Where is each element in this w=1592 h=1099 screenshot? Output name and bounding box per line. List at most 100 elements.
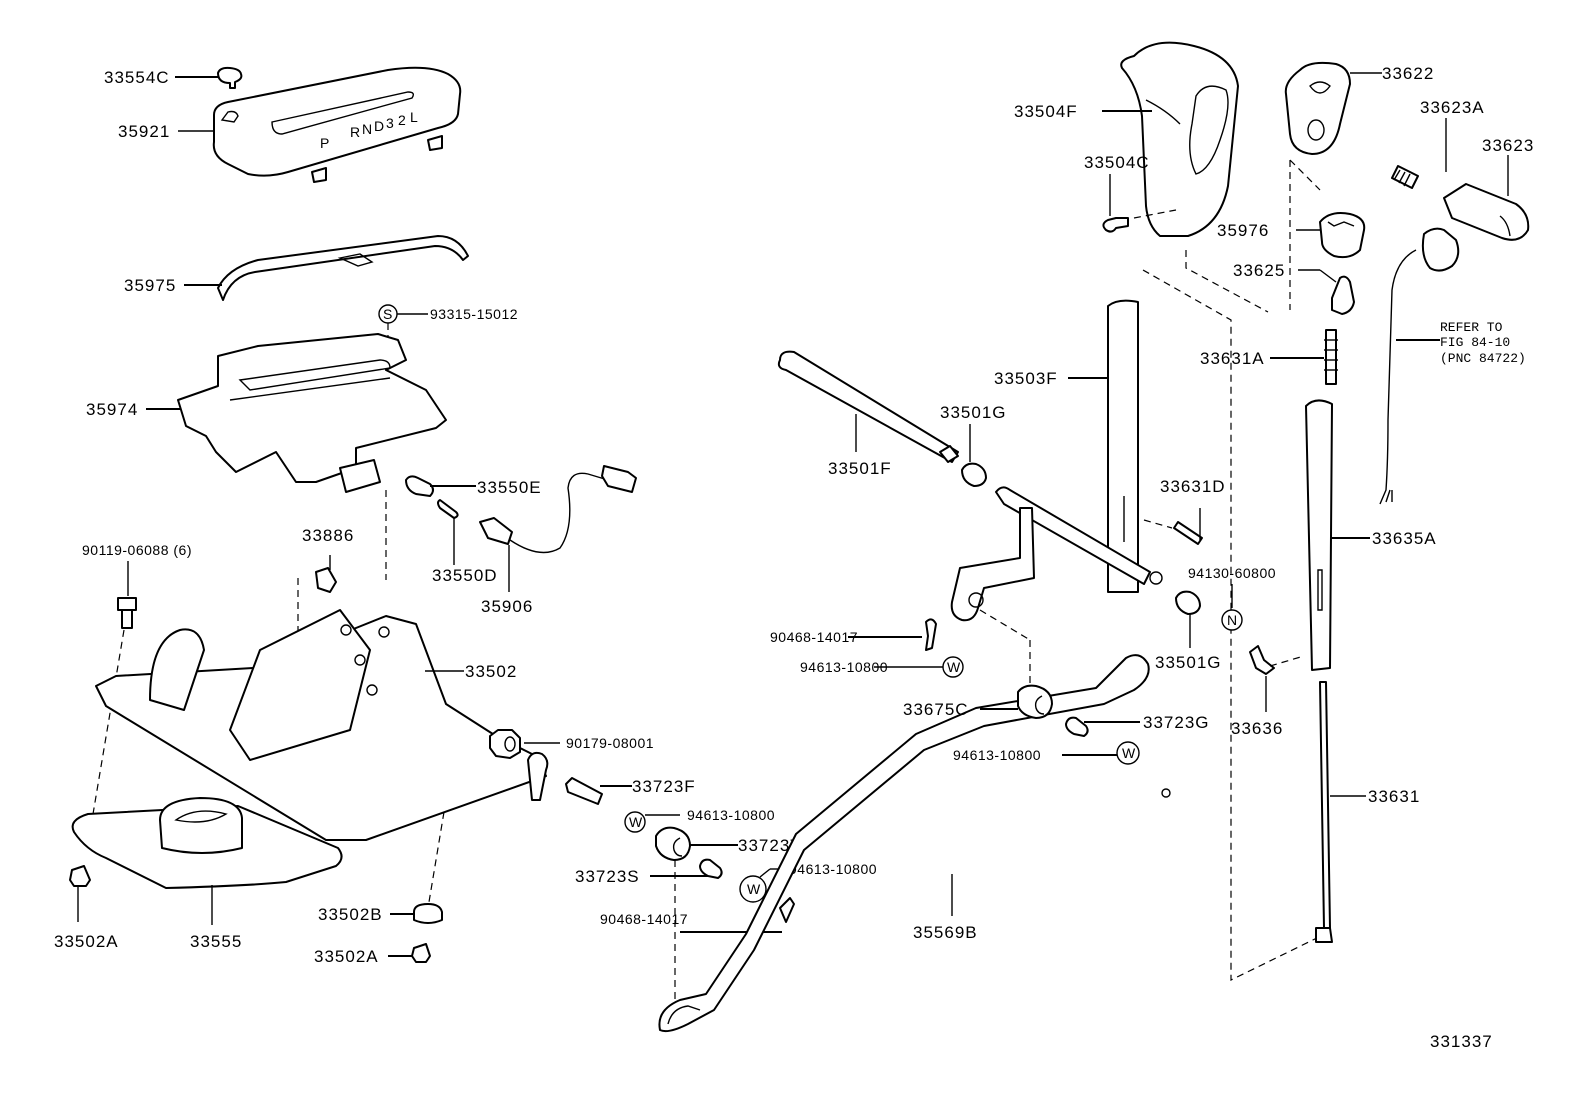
part-90468-14017-clip-upper[interactable] <box>925 618 937 651</box>
symbol-S-screw: S <box>378 304 398 324</box>
part-33886[interactable] <box>315 567 337 593</box>
part-33625[interactable] <box>1331 275 1355 315</box>
label-94130-60800[interactable]: 94130-60800 <box>1188 565 1276 581</box>
label-33501G-top[interactable]: 33501G <box>940 403 1007 422</box>
part-35569B-control-rod[interactable] <box>658 654 1171 1033</box>
symbol-W-washer-d: W <box>1116 741 1140 765</box>
part-35921-indicator-cover[interactable] <box>212 66 462 183</box>
label-33622[interactable]: 33622 <box>1382 64 1434 83</box>
label-33503F[interactable]: 33503F <box>994 369 1058 388</box>
dash-33631D <box>1143 519 1173 529</box>
label-94613-10800-a[interactable]: 94613-10800 <box>687 807 775 823</box>
dash-main-axis <box>1142 269 1322 981</box>
part-35906-socket-wire[interactable] <box>479 465 637 554</box>
part-33555-boot-plate[interactable] <box>71 797 343 889</box>
label-35975[interactable]: 35975 <box>124 276 176 295</box>
label-33501G-bottom[interactable]: 33501G <box>1155 653 1222 672</box>
part-cross-arm-bracket <box>950 486 1163 622</box>
label-90468-14017-b[interactable]: 90468-14017 <box>600 911 688 927</box>
label-94613-10800-b[interactable]: 94613-10800 <box>789 861 877 877</box>
symbol-S-letter: S <box>383 306 392 322</box>
label-33636[interactable]: 33636 <box>1231 719 1283 738</box>
part-33623A-spring[interactable] <box>1391 165 1419 189</box>
part-33502A-right[interactable] <box>411 943 431 963</box>
dash-33502 <box>427 811 445 909</box>
label-35976[interactable]: 35976 <box>1217 221 1269 240</box>
part-33550D[interactable] <box>437 499 459 519</box>
part-33631D-pin[interactable] <box>1173 521 1203 545</box>
label-94613-10800-c[interactable]: 94613-10800 <box>800 659 888 675</box>
dash-33675C-a <box>979 609 1031 641</box>
part-90179-08001-nut[interactable] <box>489 729 521 759</box>
gear-indicator-letters: P R N D 3 2 L <box>320 109 418 151</box>
label-90119-06088[interactable]: 90119-06088 (6) <box>82 542 192 558</box>
label-90179-08001[interactable]: 90179-08001 <box>566 735 654 751</box>
label-33723F[interactable]: 33723F <box>632 777 696 796</box>
part-35974-housing[interactable] <box>177 333 447 493</box>
part-33635A-rod[interactable] <box>1305 399 1333 671</box>
symbol-N-nut: N <box>1221 609 1243 631</box>
part-33503F-lever-tube[interactable] <box>1107 299 1139 593</box>
part-90468-14017-clip-lower[interactable] <box>779 897 795 923</box>
part-33550E-bulb[interactable] <box>405 475 434 497</box>
part-33502-base-bracket[interactable] <box>95 609 547 841</box>
label-33635A[interactable]: 33635A <box>1372 529 1437 548</box>
gear-letter-L: L <box>410 109 418 125</box>
part-33502B-grommet[interactable] <box>413 903 443 924</box>
part-33636-clip[interactable] <box>1249 645 1275 675</box>
label-33554C[interactable]: 33554C <box>104 68 170 87</box>
label-35569B[interactable]: 35569B <box>913 923 978 942</box>
part-35975-slide-plate[interactable] <box>217 235 469 301</box>
label-33502A-right[interactable]: 33502A <box>314 947 379 966</box>
part-33504F-shift-knob[interactable] <box>1120 41 1239 237</box>
label-35974[interactable]: 35974 <box>86 400 138 419</box>
part-33723F-pin[interactable] <box>565 777 603 805</box>
label-33623A[interactable]: 33623A <box>1420 98 1485 117</box>
label-35921[interactable]: 35921 <box>118 122 170 141</box>
label-33675C[interactable]: 33675C <box>903 700 969 719</box>
part-33504C-screw[interactable] <box>1102 217 1129 233</box>
part-33502A-left[interactable] <box>69 865 91 887</box>
dash-knob-assembly-b <box>1185 250 1269 313</box>
label-33501F[interactable]: 33501F <box>828 459 892 478</box>
label-33631D[interactable]: 33631D <box>1160 477 1226 496</box>
part-33723S[interactable] <box>699 858 723 879</box>
label-33550D[interactable]: 33550D <box>432 566 498 585</box>
symbol-W-washer-b: W <box>739 875 767 903</box>
part-35976[interactable] <box>1319 212 1366 259</box>
part-33554C[interactable] <box>217 66 243 89</box>
part-33631-rod[interactable] <box>1315 681 1333 943</box>
label-33886[interactable]: 33886 <box>302 526 354 545</box>
part-90119-06088-bolt[interactable] <box>117 597 137 629</box>
label-33631[interactable]: 33631 <box>1368 787 1420 806</box>
part-33723G[interactable] <box>1065 716 1089 737</box>
part-33623-button[interactable] <box>1443 183 1530 241</box>
label-35906[interactable]: 35906 <box>481 597 533 616</box>
label-33555[interactable]: 33555 <box>190 932 242 951</box>
part-33622-button-cover[interactable] <box>1284 61 1351 155</box>
label-33625[interactable]: 33625 <box>1233 261 1285 280</box>
part-33631A-spring[interactable] <box>1324 329 1338 385</box>
label-90468-14017-a[interactable]: 90468-14017 <box>770 629 858 645</box>
label-93315-15012[interactable]: 93315-15012 <box>430 306 518 322</box>
part-33501G-bushing-bottom[interactable] <box>1175 590 1201 615</box>
label-33502A-left[interactable]: 33502A <box>54 932 119 951</box>
label-33623[interactable]: 33623 <box>1482 136 1534 155</box>
part-33675C-bushing[interactable] <box>1017 684 1053 719</box>
label-33502B[interactable]: 33502B <box>318 905 383 924</box>
label-33504C[interactable]: 33504C <box>1084 153 1150 172</box>
label-94613-10800-d[interactable]: 94613-10800 <box>953 747 1041 763</box>
part-33501F-shaft[interactable] <box>777 350 959 463</box>
label-33631A[interactable]: 33631A <box>1200 349 1265 368</box>
label-33550E[interactable]: 33550E <box>477 478 542 497</box>
label-33723S[interactable]: 33723S <box>575 867 640 886</box>
part-33501G-bushing-top[interactable] <box>961 462 987 487</box>
label-33502[interactable]: 33502 <box>465 662 517 681</box>
label-33504F[interactable]: 33504F <box>1014 102 1078 121</box>
label-33723T[interactable]: 33723T <box>738 836 802 855</box>
symbol-W-washer-c: W <box>942 656 964 678</box>
part-33723T-bushing[interactable] <box>655 826 691 861</box>
leader-94613-b1 <box>759 868 771 878</box>
label-33723G[interactable]: 33723G <box>1143 713 1210 732</box>
